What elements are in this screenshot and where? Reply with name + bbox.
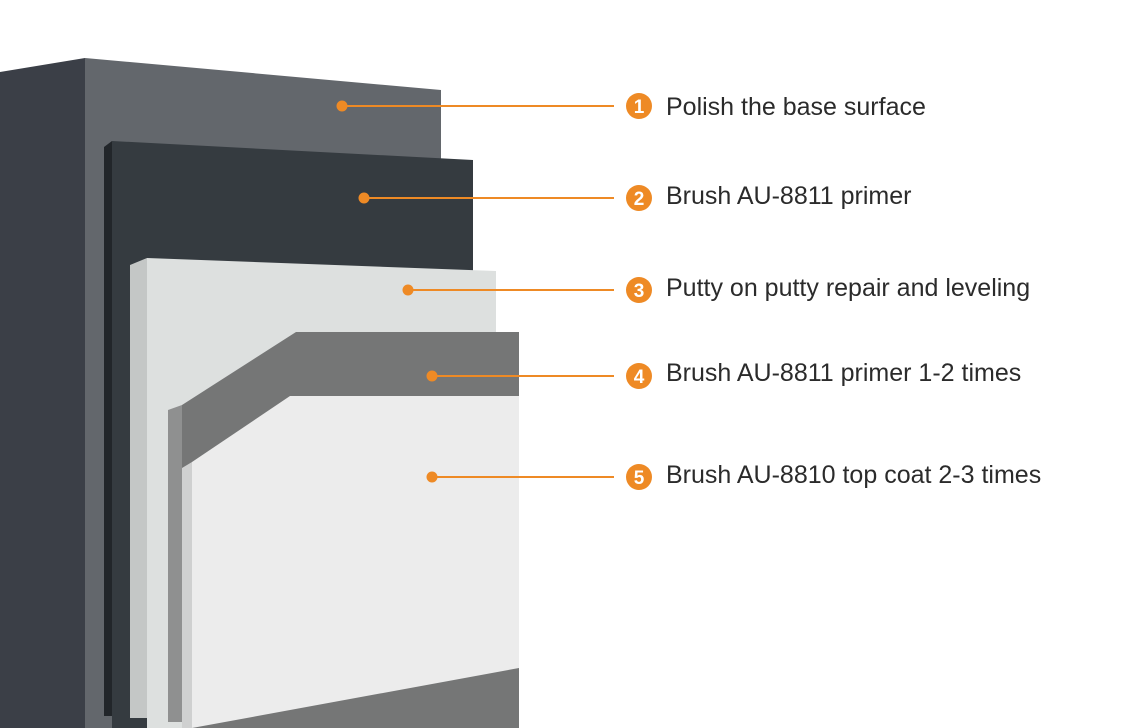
callout-5-number: 5 xyxy=(634,468,645,489)
callout-3-number: 3 xyxy=(634,281,645,302)
callout-1-label: Polish the base surface xyxy=(666,93,926,121)
callout-5-label: Brush AU-8810 top coat 2-3 times xyxy=(666,461,1041,489)
layer-primer-edge xyxy=(104,141,112,716)
layer-putty-edge xyxy=(130,258,147,718)
callout-2-label: Brush AU-8811 primer xyxy=(666,182,911,210)
callout-4-label: Brush AU-8811 primer 1-2 times xyxy=(666,359,1021,387)
layer-top-coat-front xyxy=(192,396,519,728)
callout-2: 2 Brush AU-8811 primer xyxy=(358,182,911,211)
callout-3-dot xyxy=(402,284,414,296)
callout-3: 3 Putty on putty repair and leveling xyxy=(402,274,1030,303)
callout-5-dot xyxy=(426,471,438,483)
callout-4-number: 4 xyxy=(634,367,645,388)
layer-primer-second-edge xyxy=(168,405,182,722)
callout-3-badge xyxy=(626,277,652,303)
callout-5-badge xyxy=(626,464,652,490)
callout-5: 5 Brush AU-8810 top coat 2-3 times xyxy=(426,461,1041,490)
layer-top-coat xyxy=(182,396,519,728)
callout-4-badge xyxy=(626,363,652,389)
callout-1: 1 Polish the base surface xyxy=(336,93,926,121)
callout-3-label: Putty on putty repair and leveling xyxy=(666,274,1030,302)
callout-1-badge xyxy=(626,93,652,119)
callout-4-dot xyxy=(426,370,438,382)
callout-4: 4 Brush AU-8811 primer 1-2 times xyxy=(426,359,1021,389)
callout-2-number: 2 xyxy=(634,189,645,210)
callout-2-dot xyxy=(358,192,370,204)
layer-base-wall-side xyxy=(0,58,85,728)
callout-1-dot xyxy=(336,100,348,112)
callout-1-number: 1 xyxy=(634,97,645,118)
layer-top-coat-edge xyxy=(182,462,192,728)
callout-2-badge xyxy=(626,185,652,211)
